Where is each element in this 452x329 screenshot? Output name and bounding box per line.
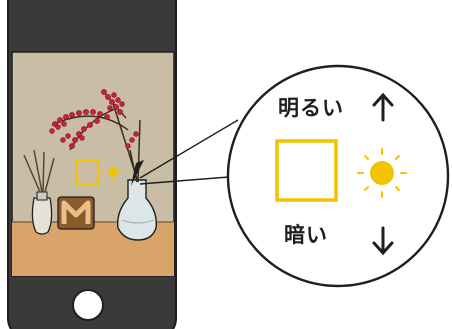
zoom-circle <box>226 64 450 288</box>
shutter-button[interactable] <box>72 289 104 321</box>
berry-branches <box>49 89 139 151</box>
touch-pointer-icon <box>131 160 144 186</box>
focus-square[interactable] <box>275 139 338 202</box>
sun-icon-small <box>104 163 122 181</box>
focus-square-small[interactable] <box>75 159 99 185</box>
darker-label: 暗い <box>284 223 328 247</box>
arrow-down-icon <box>372 226 394 256</box>
arrow-up-icon <box>372 92 394 122</box>
reed-diffuser <box>23 149 55 235</box>
phone <box>7 0 177 329</box>
letter-m-block <box>57 196 95 230</box>
callout-line-upper <box>139 119 239 179</box>
sun-icon <box>357 148 407 198</box>
brighter-label: 明るい <box>278 96 344 120</box>
flower-vase <box>111 99 157 241</box>
